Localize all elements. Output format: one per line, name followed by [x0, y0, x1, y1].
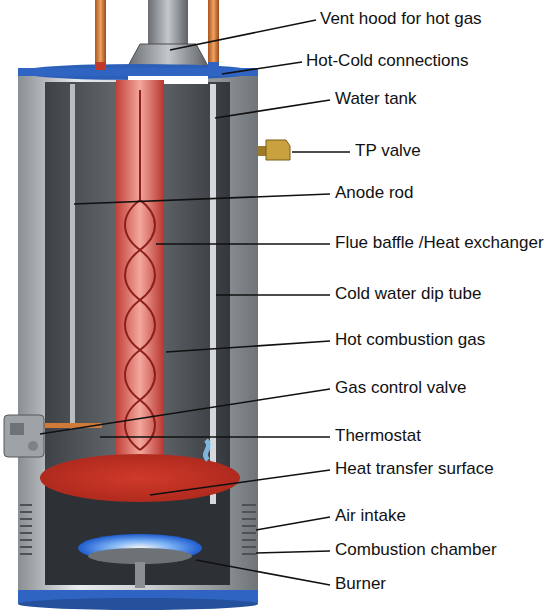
part-label: Combustion chamber [335, 540, 497, 560]
part-label: Vent hood for hot gas [320, 9, 482, 29]
part-label: TP valve [355, 141, 421, 161]
part-label: Thermostat [335, 426, 421, 446]
part-label: Gas control valve [335, 378, 466, 398]
part-label: Burner [335, 574, 386, 594]
part-label: Heat transfer surface [335, 459, 494, 479]
leader-lines [40, 20, 350, 585]
part-label: Hot-Cold connections [306, 51, 469, 71]
part-label: Anode rod [335, 183, 413, 203]
part-label: Water tank [335, 89, 417, 109]
part-label: Air intake [335, 506, 406, 526]
part-label: Cold water dip tube [335, 284, 481, 304]
part-label: Hot combustion gas [335, 330, 485, 350]
part-label: Flue baffle /Heat exchanger [335, 233, 544, 253]
